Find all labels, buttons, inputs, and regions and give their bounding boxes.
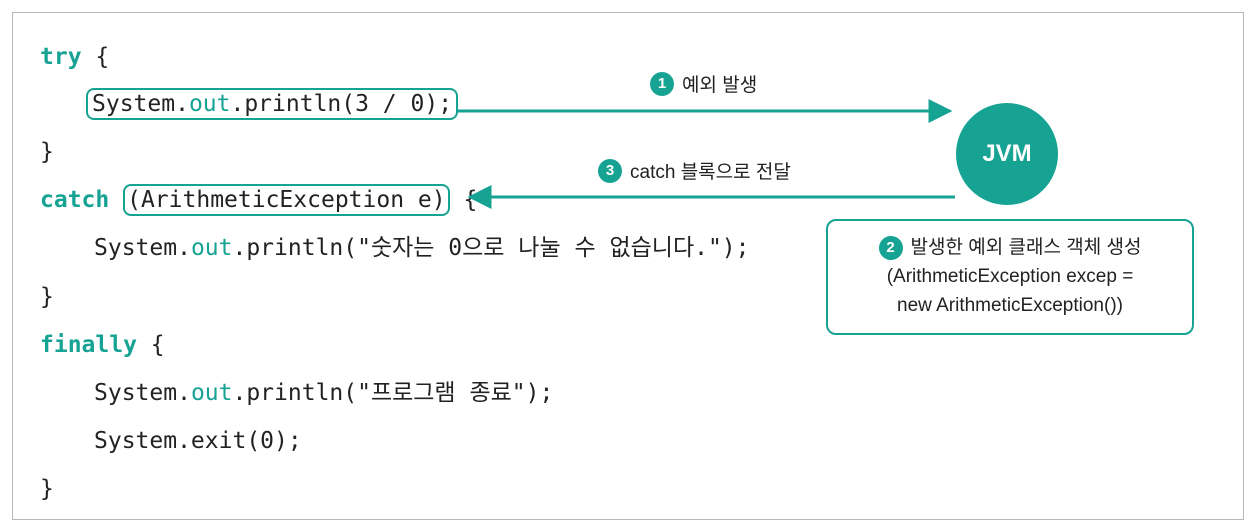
code-line-print-error: System.out.println("숫자는 0으로 나눌 수 없습니다.")…	[40, 233, 750, 263]
diagram-frame	[12, 12, 1244, 520]
try-keyword: try	[40, 44, 82, 70]
code-line-divide: System.out.println(3 / 0);	[40, 88, 459, 120]
code-line-exit: System.exit(0);	[94, 428, 302, 454]
step3-text: catch 블록으로 전달	[630, 162, 791, 183]
out-field: out	[190, 235, 233, 261]
code-text: System.	[92, 91, 189, 117]
code-line-finally: finally {	[40, 330, 165, 360]
step2-text: 발생한 예외 클래스 객체 생성	[910, 237, 1142, 258]
step2-line2: (ArithmeticException excep =	[886, 266, 1134, 287]
code-text: .println(3 / 0);	[230, 91, 453, 117]
divide-statement-box: System.out.println(3 / 0);	[86, 88, 459, 120]
code-block: try { System.out.println(3 / 0); } catch…	[40, 0, 750, 520]
step1-label: 1 예외 발생	[650, 70, 757, 97]
step3-label: 3 catch 블록으로 전달	[598, 157, 791, 184]
code-line-brace: }	[40, 284, 54, 310]
step3-number-icon: 3	[598, 158, 622, 183]
step2-number-icon: 2	[878, 235, 903, 260]
jvm-circle: JVM	[956, 103, 1058, 205]
brace: {	[150, 332, 165, 358]
step2-callout: 2 발생한 예외 클래스 객체 생성 (ArithmeticException …	[826, 219, 1194, 335]
out-field: out	[190, 380, 233, 406]
code-text: .println("프로그램 종료");	[232, 380, 554, 406]
code-line-try: try {	[40, 42, 109, 72]
code-line-print-end: System.out.println("프로그램 종료");	[40, 378, 553, 408]
code-line-brace: }	[40, 476, 54, 502]
catch-param-box: (ArithmeticException e)	[123, 184, 450, 216]
step2-line3: new ArithmeticException())	[897, 295, 1123, 316]
catch-keyword: catch	[40, 187, 110, 213]
out-field: out	[188, 91, 231, 117]
finally-keyword: finally	[40, 332, 137, 358]
step2-title: 2 발생한 예외 클래스 객체 생성	[828, 233, 1192, 262]
code-text: .println("숫자는 0으로 나눌 수 없습니다.");	[232, 235, 750, 261]
code-line-brace: }	[40, 139, 54, 165]
code-line-catch: catch (ArithmeticException e) {	[40, 184, 477, 216]
brace: {	[95, 44, 110, 70]
code-text: System.	[94, 380, 191, 406]
code-text: System.	[94, 235, 191, 261]
step1-number-icon: 1	[650, 71, 674, 96]
step1-text: 예외 발생	[682, 75, 758, 96]
